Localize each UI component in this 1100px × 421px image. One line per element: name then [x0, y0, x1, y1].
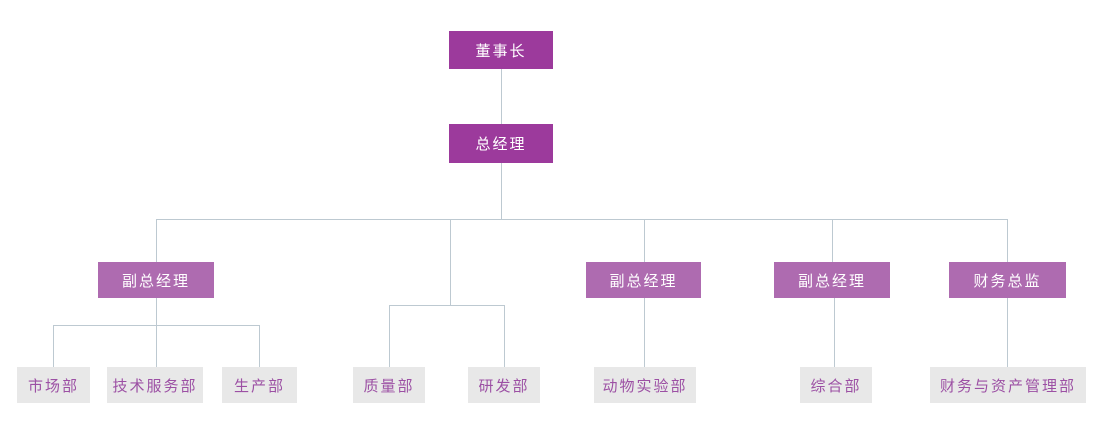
connector-line	[389, 305, 390, 367]
connector-line	[1007, 298, 1008, 367]
org-node-rd-dept[interactable]: 研发部	[468, 367, 540, 403]
org-node-chairman[interactable]: 董事长	[449, 31, 553, 69]
connector-line	[501, 163, 502, 219]
org-node-quality-dept[interactable]: 质量部	[353, 367, 425, 403]
org-node-animal-lab-dept[interactable]: 动物实验部	[594, 367, 696, 403]
org-node-production-dept[interactable]: 生产部	[222, 367, 297, 403]
connector-line	[156, 219, 157, 262]
connector-line	[450, 219, 451, 305]
org-node-finance-director[interactable]: 财务总监	[949, 262, 1066, 298]
connector-line	[156, 298, 157, 367]
org-node-deputy-gm-1[interactable]: 副总经理	[98, 262, 214, 298]
connector-line	[53, 325, 259, 326]
connector-line	[644, 219, 645, 262]
connector-line	[504, 305, 505, 367]
org-node-deputy-gm-2[interactable]: 副总经理	[586, 262, 701, 298]
org-node-finance-asset-dept[interactable]: 财务与资产管理部	[930, 367, 1086, 403]
org-node-general-affairs-dept[interactable]: 综合部	[800, 367, 872, 403]
connector-line	[1007, 219, 1008, 262]
connector-line	[834, 298, 835, 367]
org-node-marketing-dept[interactable]: 市场部	[17, 367, 90, 403]
connector-line	[389, 305, 504, 306]
connector-line	[53, 325, 54, 367]
connector-line	[832, 219, 833, 262]
connector-line	[644, 298, 645, 367]
org-node-tech-service-dept[interactable]: 技术服务部	[107, 367, 203, 403]
org-node-deputy-gm-3[interactable]: 副总经理	[774, 262, 890, 298]
connector-line	[156, 219, 1007, 220]
org-node-general-manager[interactable]: 总经理	[449, 124, 553, 163]
connector-line	[501, 69, 502, 124]
connector-line	[259, 325, 260, 367]
